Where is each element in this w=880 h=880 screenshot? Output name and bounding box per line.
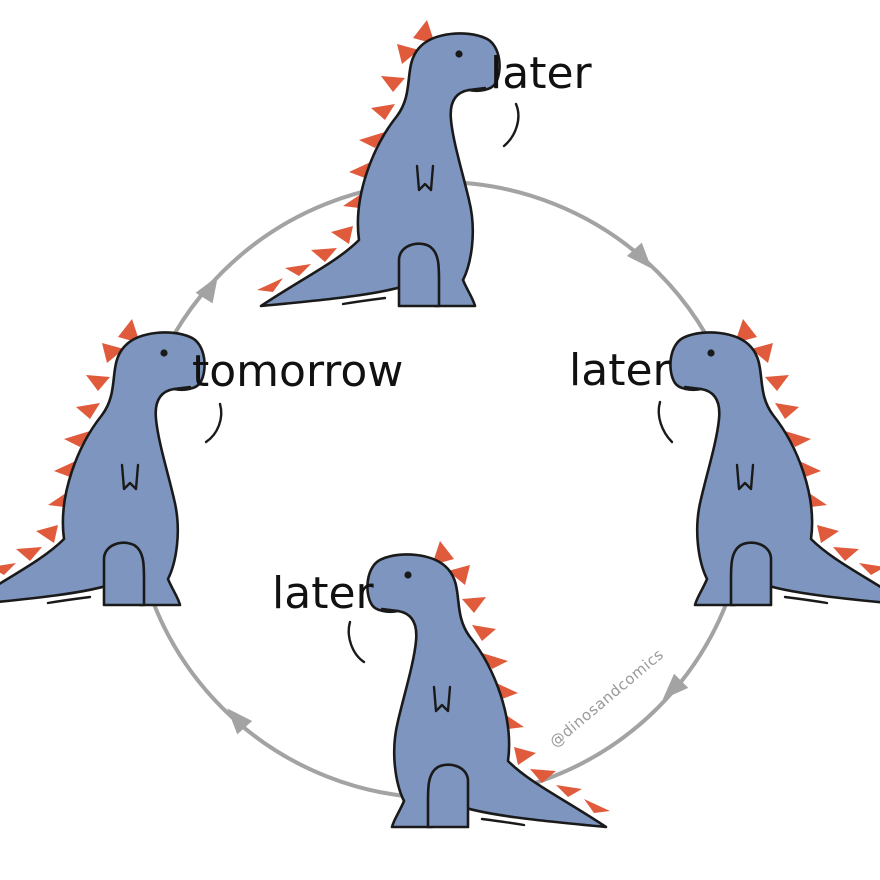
dinosaur-icon-right (669, 317, 880, 607)
speech-tail-top (502, 102, 520, 148)
speech-tomorrow-left: tomorrow (192, 346, 403, 397)
dinosaur-icon-top (255, 18, 501, 308)
speech-later-right: later (569, 345, 672, 396)
dinosaur-icon-left (0, 317, 206, 607)
speech-tail-bottom (347, 620, 366, 664)
speech-tail-right (657, 400, 674, 444)
speech-later-bottom: later (272, 568, 375, 619)
speech-tail-left (204, 402, 223, 444)
dinosaur-icon-bottom (366, 539, 612, 829)
speech-later-top: later (490, 48, 593, 99)
artist-credit: @dinosandcomics (546, 645, 667, 751)
